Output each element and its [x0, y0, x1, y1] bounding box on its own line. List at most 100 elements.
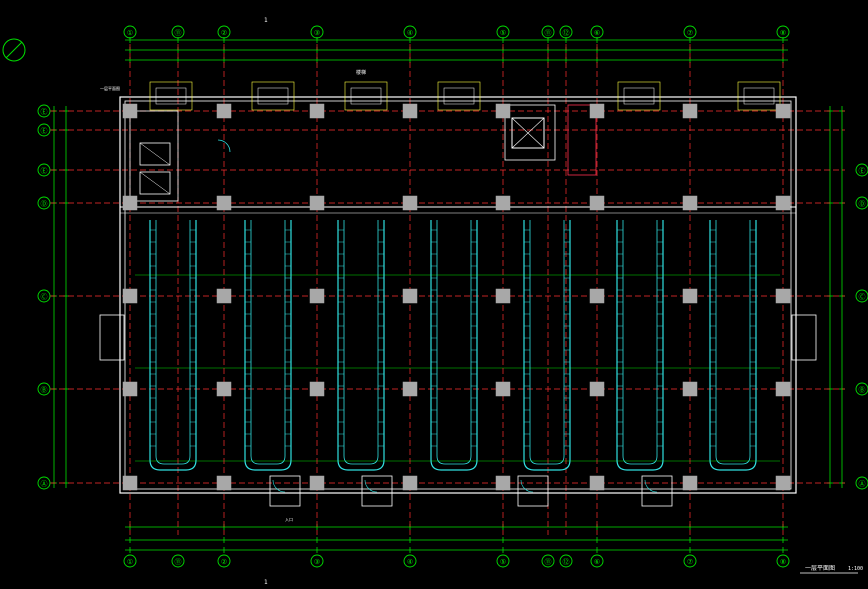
doors [217, 139, 673, 507]
row-bubble-left-2-circle [37, 163, 51, 177]
column-1-3 [216, 381, 232, 397]
col-bubble-bottom-1-label: ⑪ [175, 558, 182, 566]
left-note: 一层平面图 [100, 85, 120, 91]
column-6-3 [682, 381, 698, 397]
rack-outer-1 [244, 220, 292, 471]
column-7-4 [775, 475, 791, 491]
stair-room-left [129, 110, 179, 202]
column-4-2 [495, 288, 511, 304]
window-frame-2 [350, 87, 382, 105]
col-bubble-bottom-5-label: ⑤ [500, 558, 506, 566]
row-bubble-left-2-label: Ⓔ [41, 167, 48, 175]
page-mark-bottom: 1 [264, 579, 268, 586]
row-bubble-left-6-circle [37, 476, 51, 490]
row-bubble-left-6-label: Ⓐ [41, 480, 48, 488]
col-bubble-bottom-8-label: ⑥ [594, 558, 600, 566]
top-annotation: 楼梯 [356, 69, 366, 76]
bottom-door-3 [641, 475, 673, 507]
rack-inner-4 [529, 220, 565, 465]
column-7-3 [775, 381, 791, 397]
row-bubble-left-0-circle [37, 104, 51, 118]
col-bubble-bottom-8-circle [590, 554, 604, 568]
door-swing-1 [364, 479, 378, 493]
drawing-scale: 1:100 [848, 566, 863, 572]
door-swing-3 [644, 479, 658, 493]
col-bubble-top-6-circle [541, 25, 555, 39]
column-4-4 [495, 475, 511, 491]
rack-outer-3 [430, 220, 478, 471]
column-7-0 [775, 103, 791, 119]
col-bubble-top-2-circle [217, 25, 231, 39]
row-bubble-left-4-circle [37, 289, 51, 303]
column-1-4 [216, 475, 232, 491]
column-7-1 [775, 195, 791, 211]
dimension-lines [51, 37, 845, 553]
column-6-1 [682, 195, 698, 211]
row-bubble-left-0-label: Ⓔ [41, 108, 48, 116]
row-bubble-left-5-circle [37, 382, 51, 396]
rack-outer-2 [337, 220, 385, 471]
col-bubble-top-0-label: ① [127, 29, 133, 37]
rack-outer-4 [523, 220, 571, 471]
col-bubble-bottom-2-circle [217, 554, 231, 568]
row-bubble-left-1-label: Ⓔ [41, 127, 48, 135]
lift-left-1-x [139, 142, 171, 166]
column-5-1 [589, 195, 605, 211]
window-frame-1 [257, 87, 289, 105]
rack-outer-5 [616, 220, 664, 471]
col-bubble-top-1-circle [171, 25, 185, 39]
col-bubble-bottom-1-circle [171, 554, 185, 568]
column-4-3 [495, 381, 511, 397]
col-bubble-bottom-2-label: ② [221, 558, 227, 566]
row-bubble-right-4-label: Ⓒ [859, 293, 866, 301]
column-7-2 [775, 288, 791, 304]
col-bubble-top-10-label: ⑧ [780, 29, 786, 37]
rack-inner-5 [622, 220, 658, 465]
column-5-4 [589, 475, 605, 491]
row-bubble-right-3-label: Ⓓ [859, 200, 866, 208]
window-frame-3 [443, 87, 475, 105]
column-1-2 [216, 288, 232, 304]
col-bubble-bottom-0-label: ① [127, 558, 133, 566]
col-bubble-top-5-circle [496, 25, 510, 39]
col-bubble-top-2-label: ② [221, 29, 227, 37]
column-6-4 [682, 475, 698, 491]
column-5-0 [589, 103, 605, 119]
column-2-3 [309, 381, 325, 397]
row-bubble-right-6-circle [855, 476, 868, 490]
row-bubble-left-1-circle [37, 123, 51, 137]
grid-axis-lines [50, 44, 845, 535]
row-bubble-left-3-circle [37, 196, 51, 210]
elevator-x-2 [511, 117, 545, 149]
col-bubble-top-7-label: ⑫ [563, 29, 570, 37]
side-entrance-right [791, 314, 817, 361]
col-bubble-top-4-label: ④ [407, 29, 413, 37]
column-2-2 [309, 288, 325, 304]
window-bay-1 [251, 81, 295, 111]
row-bubble-right-6-label: Ⓐ [859, 480, 866, 488]
row-bubble-left-3-label: Ⓓ [41, 200, 48, 208]
col-bubble-top-5-label: ⑤ [500, 29, 506, 37]
row-bubble-right-4-circle [855, 289, 868, 303]
column-0-0 [122, 103, 138, 119]
rack-outer-6 [709, 220, 757, 471]
rack-inner-0 [155, 220, 191, 465]
rack-inner-1 [250, 220, 286, 465]
window-frame-4 [623, 87, 655, 105]
structural-columns [122, 103, 791, 491]
col-bubble-bottom-5-circle [496, 554, 510, 568]
col-bubble-bottom-6-label: ⑪ [545, 558, 552, 566]
column-3-2 [402, 288, 418, 304]
lift-left-2 [139, 171, 171, 195]
col-bubble-top-6-label: ⑪ [545, 29, 552, 37]
col-bubble-top-7-circle [559, 25, 573, 39]
column-4-0 [495, 103, 511, 119]
rack-inner-2 [343, 220, 379, 465]
col-bubble-top-0-circle [123, 25, 137, 39]
row-bubble-left-4-label: Ⓒ [41, 293, 48, 301]
column-3-1 [402, 195, 418, 211]
window-bay-2 [344, 81, 388, 111]
col-bubble-top-4-circle [403, 25, 417, 39]
column-3-4 [402, 475, 418, 491]
window-bay-0 [149, 81, 193, 111]
